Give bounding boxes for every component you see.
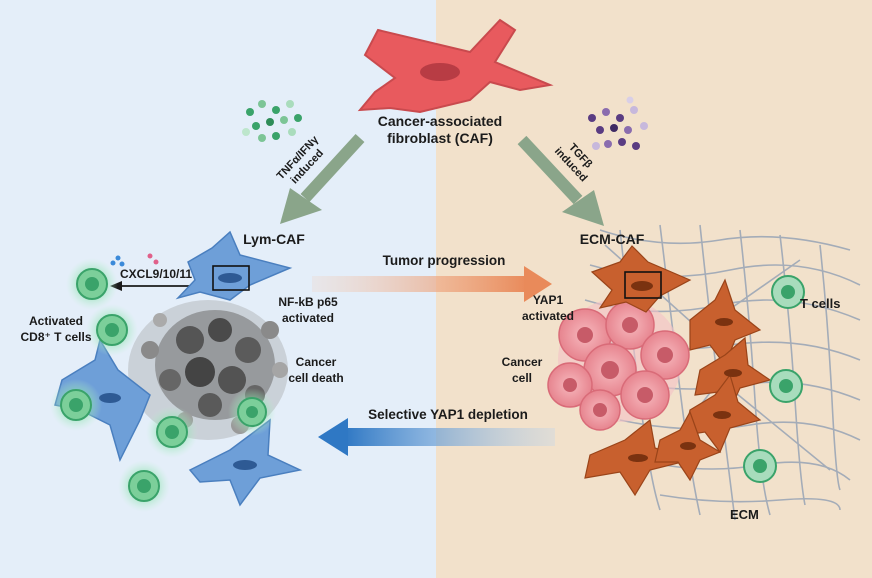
cell-death-line1: Cancer [296,355,337,369]
caf-title-line2: fibroblast (CAF) [387,130,493,146]
ecm-label: ECM [730,507,759,522]
cd8-line1: Activated [29,314,83,328]
tnf-ifn-particles-icon [242,100,302,142]
yap1-depletion-arrow [318,418,555,456]
ecm-caf-nuclei [628,281,742,462]
caf-cell-icon [357,18,554,114]
yap1-depletion-label: Selective YAP1 depletion [368,407,528,422]
yap1-line2: activated [522,309,574,323]
t-cells-label: T cells [800,296,840,311]
t-cells-right [743,275,805,483]
tumor-progression-label: Tumor progression [383,253,506,268]
tgf-beta-particles-icon [588,96,648,150]
tumor-cells [547,298,690,431]
ecm-caf-label: ECM-CAF [580,231,645,247]
arrow-to-lym-caf [280,133,365,224]
nfkb-line1: NF-kB p65 [278,295,338,309]
cell-death-line2: cell death [288,371,343,385]
cd8-t-cells [50,258,276,512]
cancer-cell-line2: cell [512,371,532,385]
ecm-caf-zoom-box [624,271,662,299]
caf-title-line1: Cancer-associated [378,113,503,129]
yap1-line1: YAP1 [533,293,564,307]
tumor-progression-arrow [312,266,552,302]
lym-caf-label: Lym-CAF [243,231,305,247]
nfkb-line2: activated [282,311,334,325]
lym-caf-zoom-box [212,265,250,291]
arrow-to-ecm-caf [517,135,604,226]
chemokine-particles-icon [110,253,159,267]
lym-caf-nuclei [99,273,257,470]
cd8-line2: CD8⁺ T cells [20,330,91,344]
chemokine-label: CXCL9/10/11 [120,267,192,281]
cancer-cell-line1: Cancer [502,355,543,369]
